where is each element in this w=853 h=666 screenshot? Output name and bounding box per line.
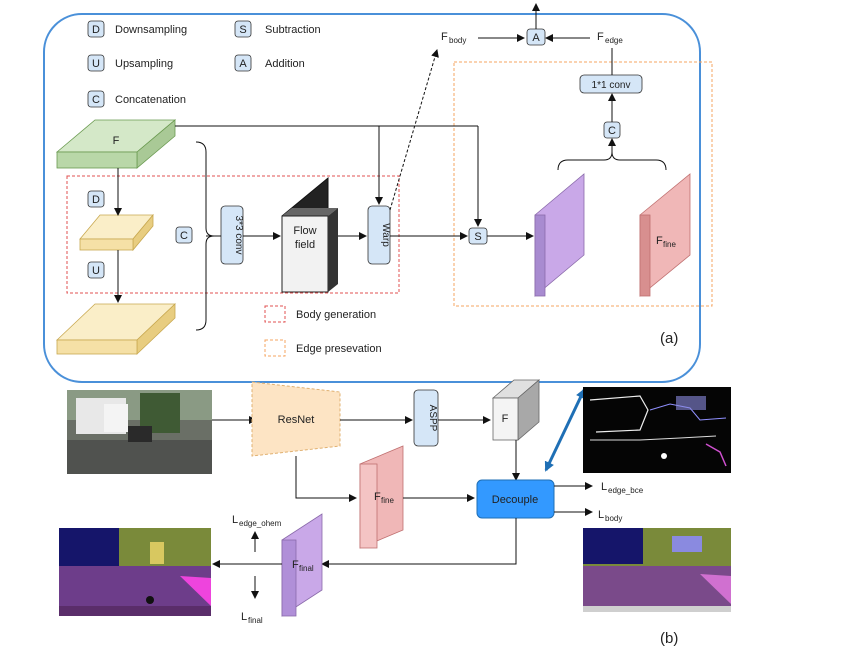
caption-b: (b) xyxy=(660,630,678,647)
conv3x3-label: 3*3 conv xyxy=(233,216,244,255)
bottom-f-fine-main: F xyxy=(374,491,381,503)
top-f-fine-main: F xyxy=(656,235,663,247)
l-edge-bce-main: L xyxy=(601,481,607,493)
u-node-label: U xyxy=(92,265,100,277)
aspp-label: ASPP xyxy=(427,405,438,432)
flow-field-block: Flow field xyxy=(281,176,338,294)
d-node xyxy=(87,190,105,208)
l-edge-bce-sub: edge_bce xyxy=(608,486,644,495)
bottom-f-label: F xyxy=(502,413,509,425)
f-body-main: F xyxy=(441,31,448,43)
f-body-sub: body xyxy=(449,36,466,45)
legend-addition: Addition xyxy=(265,58,305,70)
bottom-f-cube: F xyxy=(491,379,541,441)
warp-node xyxy=(367,205,391,265)
l-edge-ohem-sub: edge_ohem xyxy=(239,519,282,528)
body-generation-region xyxy=(66,175,400,294)
feature-f-label: F xyxy=(113,135,120,147)
legend-downsampling: Downsampling xyxy=(115,24,187,36)
fine-feature-slab: F fine xyxy=(639,173,691,297)
f-final-sub: final xyxy=(299,564,314,573)
decouple-label: Decouple xyxy=(492,494,538,506)
final-segmentation-image xyxy=(59,528,211,616)
l-body-sub: body xyxy=(605,514,622,523)
c-node-right-label: C xyxy=(608,125,616,137)
resnet-block xyxy=(251,381,341,457)
caption-a: (a) xyxy=(660,330,678,347)
c-node-left-label: C xyxy=(180,230,188,242)
l-edge-ohem-main: L xyxy=(232,514,238,526)
upsampled-slab xyxy=(55,303,177,355)
f-final-slab: F final xyxy=(281,513,323,617)
edge-preservation-region xyxy=(453,61,713,307)
legend: D Downsampling U Upsampling C Concatenat… xyxy=(87,20,382,357)
c-node-left xyxy=(175,226,193,244)
s-node-label: S xyxy=(474,231,481,243)
legend-s-key: S xyxy=(239,24,246,36)
d-node-label: D xyxy=(92,194,100,206)
u-node xyxy=(87,261,105,279)
edge-map-image xyxy=(583,387,731,473)
conv1x1-label: 1*1 conv xyxy=(592,80,631,91)
legend-body-generation: Body generation xyxy=(296,309,376,321)
resnet-label: ResNet xyxy=(278,414,315,426)
aspp-node xyxy=(413,389,439,447)
conv3x3-node xyxy=(220,205,244,265)
top-f-fine-sub: fine xyxy=(663,240,676,249)
legend-upsampling: Upsampling xyxy=(115,58,173,70)
feature-f-slab: F xyxy=(55,119,177,169)
f-edge-sub: edge xyxy=(605,36,623,45)
legend-edge-preservation: Edge presevation xyxy=(296,343,382,355)
legend-c-key: C xyxy=(92,94,100,106)
legend-concatenation: Concatenation xyxy=(115,94,186,106)
downsampled-slab xyxy=(79,213,154,252)
legend-subtraction: Subtraction xyxy=(265,24,321,36)
warp-label: Warp xyxy=(380,223,391,247)
a-node-label: A xyxy=(532,32,540,44)
flow-field-label-1: Flow xyxy=(293,225,316,237)
edge-feature-slab xyxy=(534,173,585,297)
f-edge-main: F xyxy=(597,31,604,43)
correspondence-arrow xyxy=(544,388,586,472)
flow-field-label-2: field xyxy=(295,239,315,251)
bottom-f-fine-slab: F fine xyxy=(359,445,404,549)
f-final-main: F xyxy=(292,559,299,571)
bottom-f-fine-sub: fine xyxy=(381,496,394,505)
input-image xyxy=(67,390,212,474)
body-map-image xyxy=(583,528,731,612)
panel-a-frame xyxy=(43,13,701,383)
l-body-main: L xyxy=(598,509,604,521)
legend-a-key: A xyxy=(239,58,247,70)
l-final-main: L xyxy=(241,611,247,623)
legend-d-key: D xyxy=(92,24,100,36)
conv1x1-node xyxy=(579,74,643,94)
edge-brace xyxy=(557,151,667,171)
l-final-sub: final xyxy=(248,616,263,625)
legend-u-key: U xyxy=(92,58,100,70)
